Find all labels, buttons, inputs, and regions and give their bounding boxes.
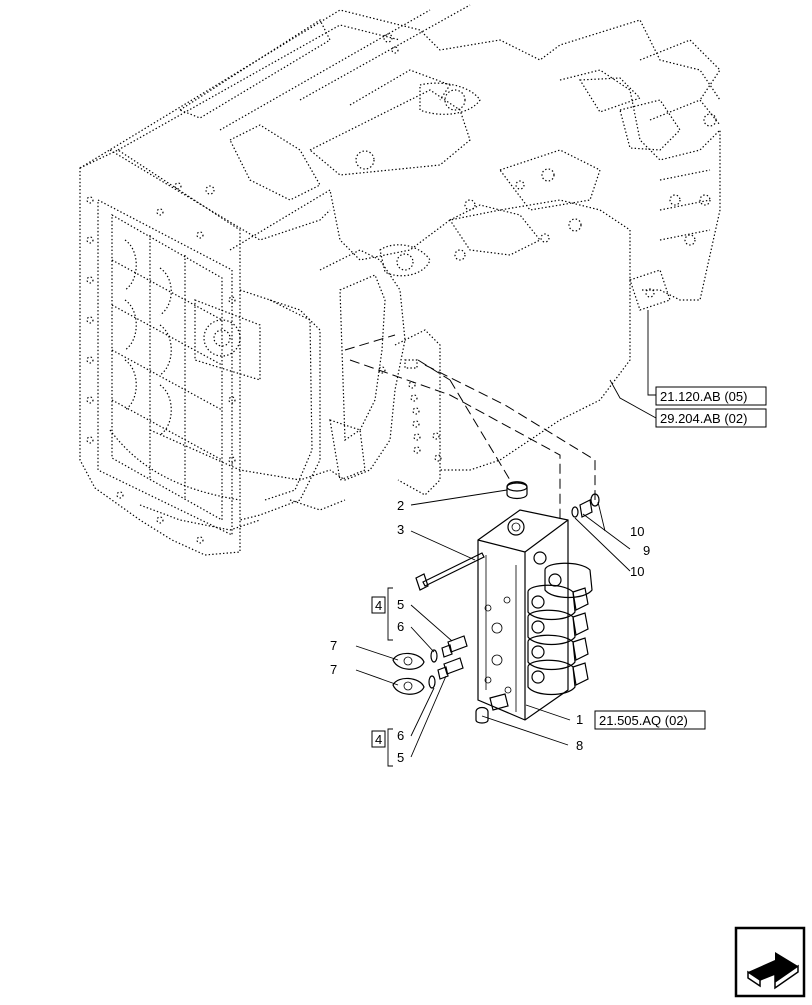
leader-lines: [355, 310, 657, 767]
callout-8: 8: [576, 738, 583, 753]
reference-hitch[interactable]: 29.204.AB (02): [660, 411, 747, 426]
callout-4-lower: 4: [375, 732, 382, 747]
kit-box-lower: [371, 730, 386, 748]
callout-7-lower: 7: [330, 662, 337, 677]
callout-6-lower: 6: [397, 728, 404, 743]
ref-box-valve: [594, 710, 706, 730]
callout-6-upper: 6: [397, 619, 404, 634]
ref-box-hitch: [655, 408, 767, 428]
callout-9: 9: [643, 543, 650, 558]
callout-10-lower: 10: [630, 564, 644, 579]
callout-3: 3: [397, 522, 404, 537]
callout-7-upper: 7: [330, 638, 337, 653]
reference-transmission[interactable]: 21.120.AB (05): [660, 389, 747, 404]
solenoid-coils: [527, 562, 593, 696]
ref-box-transmission: [655, 386, 767, 406]
callout-5-lower: 5: [397, 750, 404, 765]
callout-labels: 1 2 3 4 4 5 6 7 7 6 5 8 10 9 10: [330, 498, 650, 765]
callout-5-upper: 5: [397, 597, 404, 612]
reference-boxes: 21.120.AB (05) 29.204.AB (02) 21.505.AQ …: [594, 386, 767, 730]
callout-10-upper: 10: [630, 524, 644, 539]
callout-1: 1: [576, 712, 583, 727]
kit-box-upper: [371, 596, 386, 614]
reference-valve[interactable]: 21.505.AQ (02): [599, 713, 688, 728]
small-parts: [392, 481, 600, 724]
next-page-arrow-icon[interactable]: [734, 926, 806, 998]
callout-2: 2: [397, 498, 404, 513]
transmission-housing-drawing: [79, 4, 721, 556]
assembly-guide-lines: [344, 334, 596, 520]
control-valve-block: [477, 509, 593, 721]
callout-4-upper: 4: [375, 598, 382, 613]
